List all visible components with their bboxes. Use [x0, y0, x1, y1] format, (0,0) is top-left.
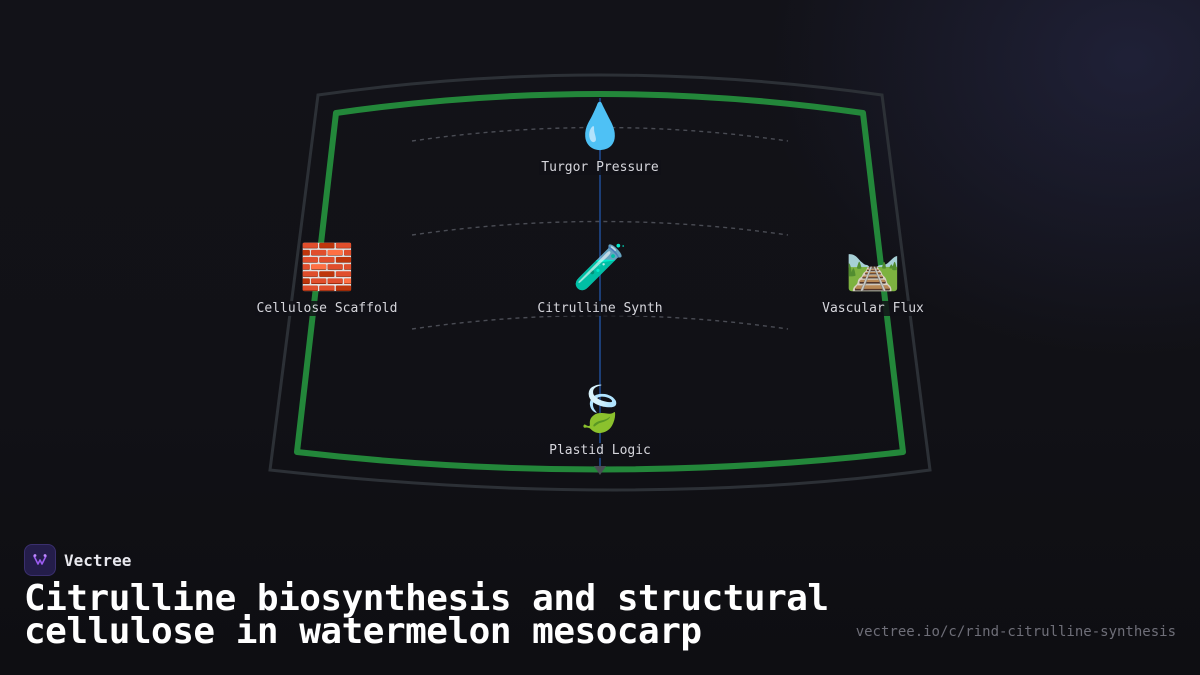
brand-name: Vectree — [64, 550, 132, 570]
node-label: Plastid Logic — [547, 443, 653, 458]
node-label: Vascular Flux — [820, 301, 926, 316]
node-cellulose-scaffold[interactable]: 🧱 Cellulose Scaffold — [227, 241, 427, 316]
node-citrulline-synth[interactable]: 🧪 Citrulline Synth — [500, 241, 700, 316]
brand[interactable]: Vectree — [24, 544, 131, 576]
brick-icon: 🧱 — [299, 242, 355, 293]
node-vascular-flux[interactable]: 🛤️ Vascular Flux — [773, 241, 973, 316]
node-label: Cellulose Scaffold — [254, 301, 400, 316]
node-turgor-pressure[interactable]: 💧 Turgor Pressure — [500, 100, 700, 175]
inner-rind-frame — [294, 91, 906, 473]
leaf-fluttering-icon: 🍃 — [572, 384, 628, 435]
vectree-logo-icon — [24, 544, 56, 576]
dashed-arc-1 — [411, 126, 789, 142]
droplet-icon: 💧 — [572, 101, 628, 152]
railway-track-icon: 🛤️ — [845, 242, 901, 293]
dashed-arc-3 — [411, 314, 789, 330]
test-tube-icon: 🧪 — [572, 242, 628, 293]
axis-arrowhead — [594, 466, 606, 475]
page-title: Citrulline biosynthesis and structural c… — [24, 578, 829, 652]
dashed-arc-2 — [411, 220, 789, 236]
node-label: Citrulline Synth — [535, 301, 665, 316]
page-url[interactable]: vectree.io/c/rind-citrulline-synthesis — [855, 624, 1176, 640]
node-plastid-logic[interactable]: 🍃 Plastid Logic — [500, 383, 700, 458]
outer-rind-frame — [268, 73, 932, 492]
node-label: Turgor Pressure — [539, 160, 661, 175]
